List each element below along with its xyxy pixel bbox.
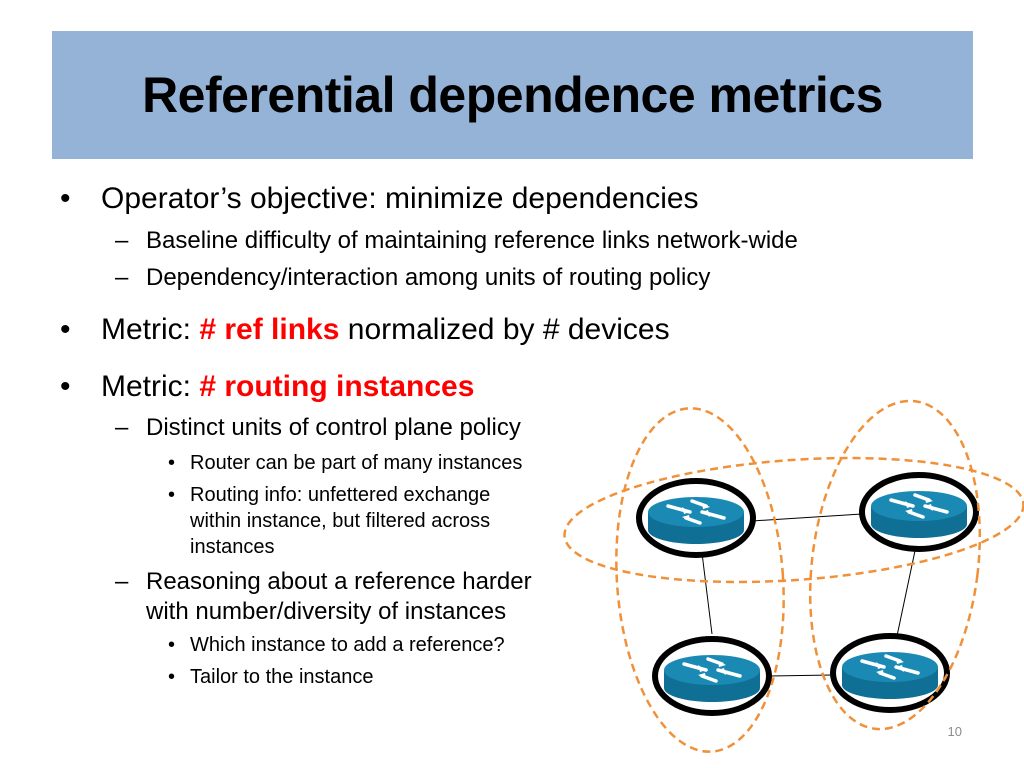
sub-sub-bullet-router-part: Router can be part of many instances — [190, 452, 523, 474]
bullet-marker: • — [168, 484, 176, 506]
bullet-marker: • — [60, 370, 71, 403]
sub-bullet-dependency: Dependency/interaction among units of ro… — [146, 264, 711, 291]
title-banner: Referential dependence metrics — [52, 31, 973, 159]
dash-marker: – — [115, 414, 129, 441]
dash-marker: – — [115, 227, 129, 254]
sub-sub-bullet-tailor: Tailor to the instance — [190, 666, 374, 688]
sub-sub-bullet-routing-info-3: instances — [190, 536, 275, 558]
sub-sub-bullet-routing-info-1: Routing info: unfettered exchange — [190, 484, 491, 506]
slide-number: 10 — [947, 724, 962, 739]
instance-left-ellipse — [615, 407, 785, 753]
bullet-marker: • — [168, 666, 176, 688]
router-icon — [655, 639, 769, 713]
slide-title: Referential dependence metrics — [142, 67, 883, 123]
sub-bullet-reasoning-1: Reasoning about a reference harder — [146, 568, 532, 595]
bullet-marker: • — [60, 313, 71, 346]
sub-bullet-distinct-units: Distinct units of control plane policy — [146, 414, 521, 441]
metric-suffix: normalized by # devices — [339, 313, 670, 346]
sub-sub-bullet-which-instance: Which instance to add a reference? — [190, 634, 505, 656]
metric-highlight-routing-instances: # routing instances — [199, 370, 475, 403]
bullet-marker: • — [60, 182, 71, 215]
metric-highlight-ref-links: # ref links — [199, 313, 340, 346]
bullet-marker: • — [168, 452, 176, 474]
dash-marker: – — [115, 568, 129, 595]
link-bottom — [769, 674, 833, 677]
sub-bullet-baseline: Baseline difficulty of maintaining refer… — [146, 227, 798, 254]
instance-right-ellipse — [808, 399, 982, 731]
instance-top-ellipse — [563, 456, 1024, 584]
link-top — [751, 513, 863, 522]
bullet-metric-ref-links: Metric: # ref links normalized by # devi… — [101, 313, 670, 347]
bullet-operator-objective: Operator’s objective: minimize dependenc… — [101, 182, 699, 215]
sub-bullet-reasoning-2: with number/diversity of instances — [146, 598, 507, 625]
bullet-metric-routing-instances: Metric: # routing instances — [101, 370, 474, 404]
sub-sub-bullet-routing-info-2: within instance, but filtered across — [190, 510, 491, 532]
metric-prefix: Metric: — [101, 370, 200, 403]
link-left — [701, 552, 713, 635]
metric-prefix: Metric: — [101, 313, 200, 346]
bullet-marker: • — [168, 634, 176, 656]
router-icon — [862, 475, 976, 549]
dash-marker: – — [115, 264, 129, 291]
router-icon — [639, 481, 753, 555]
link-right — [896, 545, 917, 637]
